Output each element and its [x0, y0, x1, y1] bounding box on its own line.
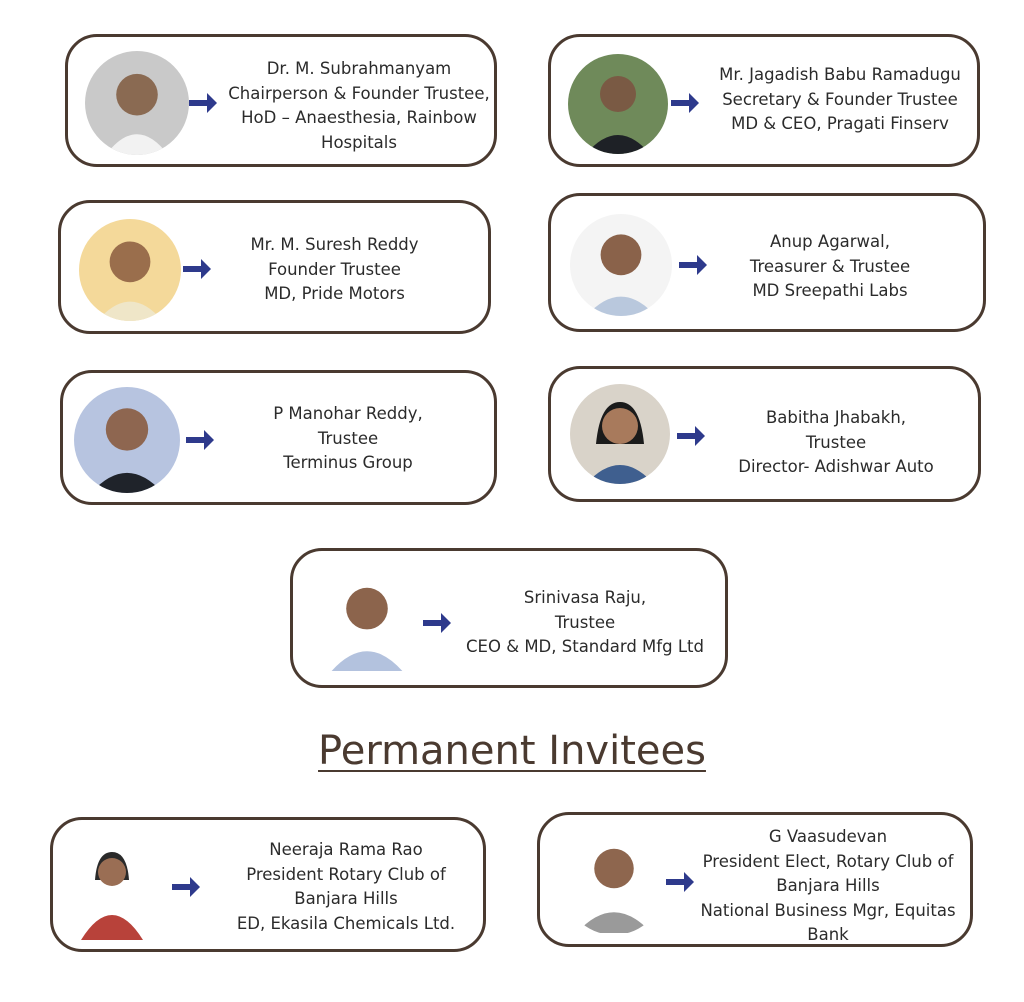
arrow-right-icon — [664, 868, 696, 896]
person-portrait-icon — [562, 827, 666, 935]
section-heading: Permanent Invitees — [0, 724, 1024, 778]
invitee-role: ED, Ekasila Chemicals Ltd. — [236, 913, 456, 933]
invitee-role: National Business Mgr, Equitas — [700, 900, 956, 920]
trustee-role: Secretary & Founder Trustee — [722, 89, 958, 109]
trustee-role: Founder Trustee — [268, 259, 401, 279]
section-heading-text: Permanent Invitees — [318, 728, 706, 774]
trustee-info: P Manohar Reddy, Trustee Terminus Group — [238, 402, 458, 476]
trustee-role: Terminus Group — [283, 453, 413, 472]
trustee-info: Anup Agarwal, Treasurer & Trustee MD Sre… — [721, 230, 939, 304]
invitee-role: Banjara Hills — [776, 876, 880, 895]
trustee-role: Director- Adishwar Auto — [738, 457, 934, 476]
person-portrait-icon — [79, 219, 181, 321]
trustee-role: Chairperson & Founder Trustee, — [228, 83, 490, 103]
trustee-card: Mr. Jagadish Babu Ramadugu Secretary & F… — [548, 34, 980, 167]
invitee-role: President Rotary Club of — [246, 864, 446, 884]
person-portrait-icon — [315, 565, 419, 673]
person-portrait-icon — [85, 51, 189, 155]
arrow-right-icon — [184, 426, 216, 454]
trustee-role: MD Sreepathi Labs — [752, 281, 908, 300]
person-portrait-icon — [570, 214, 672, 316]
invitee-role: Banjara Hills — [294, 889, 398, 908]
invitee-name: Neeraja Rama Rao — [269, 840, 423, 859]
trustee-name: Srinivasa Raju, — [523, 588, 647, 607]
person-portrait-icon — [568, 54, 668, 154]
invitee-role: President Elect, Rotary Club of — [702, 851, 954, 871]
trustee-role: Trustee — [317, 428, 379, 448]
trustee-name: Mr. M. Suresh Reddy — [250, 235, 419, 254]
arrow-right-icon — [187, 89, 219, 117]
invitee-info: Neeraja Rama Rao President Rotary Club o… — [216, 838, 476, 936]
trustee-role: MD, Pride Motors — [264, 284, 405, 303]
trustee-role: CEO & MD, Standard Mfg Ltd — [466, 637, 704, 656]
trustee-card: Dr. M. Subrahmanyam Chairperson & Founde… — [65, 34, 497, 167]
trustee-info: Mr. Jagadish Babu Ramadugu Secretary & F… — [699, 63, 981, 137]
trustee-card: Anup Agarwal, Treasurer & Trustee MD Sre… — [548, 193, 986, 332]
arrow-right-icon — [675, 422, 707, 450]
trustee-info: Dr. M. Subrahmanyam Chairperson & Founde… — [218, 57, 500, 155]
trustee-card: P Manohar Reddy, Trustee Terminus Group — [60, 370, 497, 505]
arrow-right-icon — [181, 255, 213, 283]
person-portrait-icon — [74, 387, 180, 493]
trustee-name: P Manohar Reddy, — [273, 404, 423, 423]
trustee-card: Srinivasa Raju, Trustee CEO & MD, Standa… — [290, 548, 728, 688]
trustee-card: Babitha Jhabakh, Trustee Director- Adish… — [548, 366, 981, 502]
trustee-info: Mr. M. Suresh Reddy Founder Trustee MD, … — [216, 233, 453, 307]
trustee-role: Trustee — [554, 612, 616, 632]
trustee-info: Srinivasa Raju, Trustee CEO & MD, Standa… — [453, 586, 717, 660]
trustee-name: Anup Agarwal, — [769, 232, 890, 251]
trustee-role: Treasurer & Trustee — [749, 256, 911, 276]
trustee-name: Babitha Jhabakh, — [765, 408, 907, 427]
person-portrait-icon — [570, 384, 670, 484]
trustee-name: Mr. Jagadish Babu Ramadugu — [719, 65, 961, 84]
invitee-name: G Vaasudevan — [768, 827, 888, 846]
arrow-right-icon — [669, 89, 701, 117]
arrow-right-icon — [421, 609, 453, 637]
trustee-role: Trustee — [805, 432, 867, 452]
trustee-role: HoD – Anaesthesia, Rainbow — [241, 108, 477, 127]
invitee-role: Bank — [807, 925, 849, 944]
invitee-card: G Vaasudevan President Elect, Rotary Clu… — [537, 812, 973, 947]
invitee-card: Neeraja Rama Rao President Rotary Club o… — [50, 817, 486, 952]
trustee-role: Hospitals — [321, 132, 397, 152]
trustee-card: Mr. M. Suresh Reddy Founder Trustee MD, … — [58, 200, 491, 334]
trustee-info: Babitha Jhabakh, Trustee Director- Adish… — [716, 406, 956, 480]
trustee-role: MD & CEO, Pragati Finserv — [731, 114, 949, 133]
arrow-right-icon — [677, 251, 709, 279]
person-portrait-icon — [77, 840, 147, 940]
invitee-info: G Vaasudevan President Elect, Rotary Clu… — [687, 825, 969, 948]
arrow-right-icon — [170, 873, 202, 901]
trustee-name: Dr. M. Subrahmanyam — [266, 59, 452, 78]
